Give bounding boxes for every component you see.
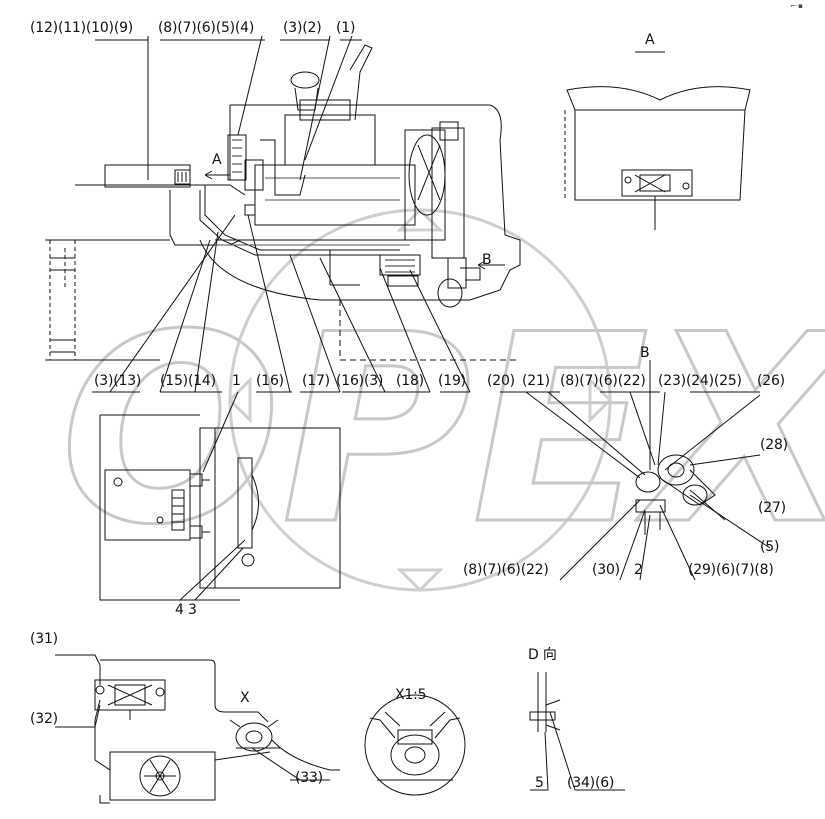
- detail-x15-label: X1:5: [395, 687, 427, 703]
- view-a-title: A: [645, 32, 655, 48]
- callout-27: (27): [758, 500, 786, 516]
- corner-mark: ⌐·▪: [790, 2, 803, 10]
- callout-32: (32): [30, 711, 58, 727]
- callout-4-3: 4 3: [175, 602, 197, 618]
- callout-5-bottom: 5: [535, 775, 544, 791]
- callout-18: (18): [396, 373, 424, 389]
- leader-lines-main: [92, 36, 470, 392]
- callout-29-6-7-8: (29)(6)(7)(8): [688, 562, 774, 578]
- callout-21: (21): [522, 373, 550, 389]
- view-a: [565, 52, 750, 230]
- machine-main-view: [45, 45, 520, 360]
- side-view-1-4-3: [100, 392, 340, 600]
- detail-x-label: X: [240, 690, 250, 706]
- callout-12-11-10-9: (12)(11)(10)(9): [30, 20, 134, 36]
- callout-8-7-6-22-a: (8)(7)(6)(22): [560, 373, 646, 389]
- callout-33: (33): [295, 770, 323, 786]
- callout-5-right: (5): [760, 539, 780, 555]
- callout-23-24-25: (23)(24)(25): [658, 373, 742, 389]
- callout-15-14: (15)(14): [160, 373, 216, 389]
- callout-2: 2: [634, 562, 643, 578]
- callout-3-2: (3)(2): [283, 20, 322, 36]
- callout-31: (31): [30, 631, 58, 647]
- view-b-arrow-label: B: [482, 252, 492, 268]
- callout-19: (19): [438, 373, 466, 389]
- view-b: [500, 360, 770, 580]
- callout-1: (1): [336, 20, 356, 36]
- callout-3-13: (3)(13): [94, 373, 142, 389]
- bottom-layout: [55, 655, 340, 803]
- detail-x15: [365, 695, 465, 795]
- view-d-label: D 向: [528, 647, 557, 663]
- callout-1-lower: 1: [232, 373, 241, 389]
- view-d: [530, 672, 625, 790]
- callout-26: (26): [757, 373, 785, 389]
- view-a-arrow-label: A: [212, 152, 222, 168]
- callout-16-a: (16): [256, 373, 284, 389]
- callout-8-7-6-5-4: (8)(7)(6)(5)(4): [158, 20, 255, 36]
- callout-20: (20): [487, 373, 515, 389]
- view-b-title: B: [640, 345, 650, 361]
- callout-16-3: (16)(3): [336, 373, 384, 389]
- callout-30: (30): [592, 562, 620, 578]
- callout-17: (17): [302, 373, 330, 389]
- callout-34-6: (34)(6): [567, 775, 615, 791]
- callout-28: (28): [760, 437, 788, 453]
- callout-8-7-6-22-b: (8)(7)(6)(22): [463, 562, 549, 578]
